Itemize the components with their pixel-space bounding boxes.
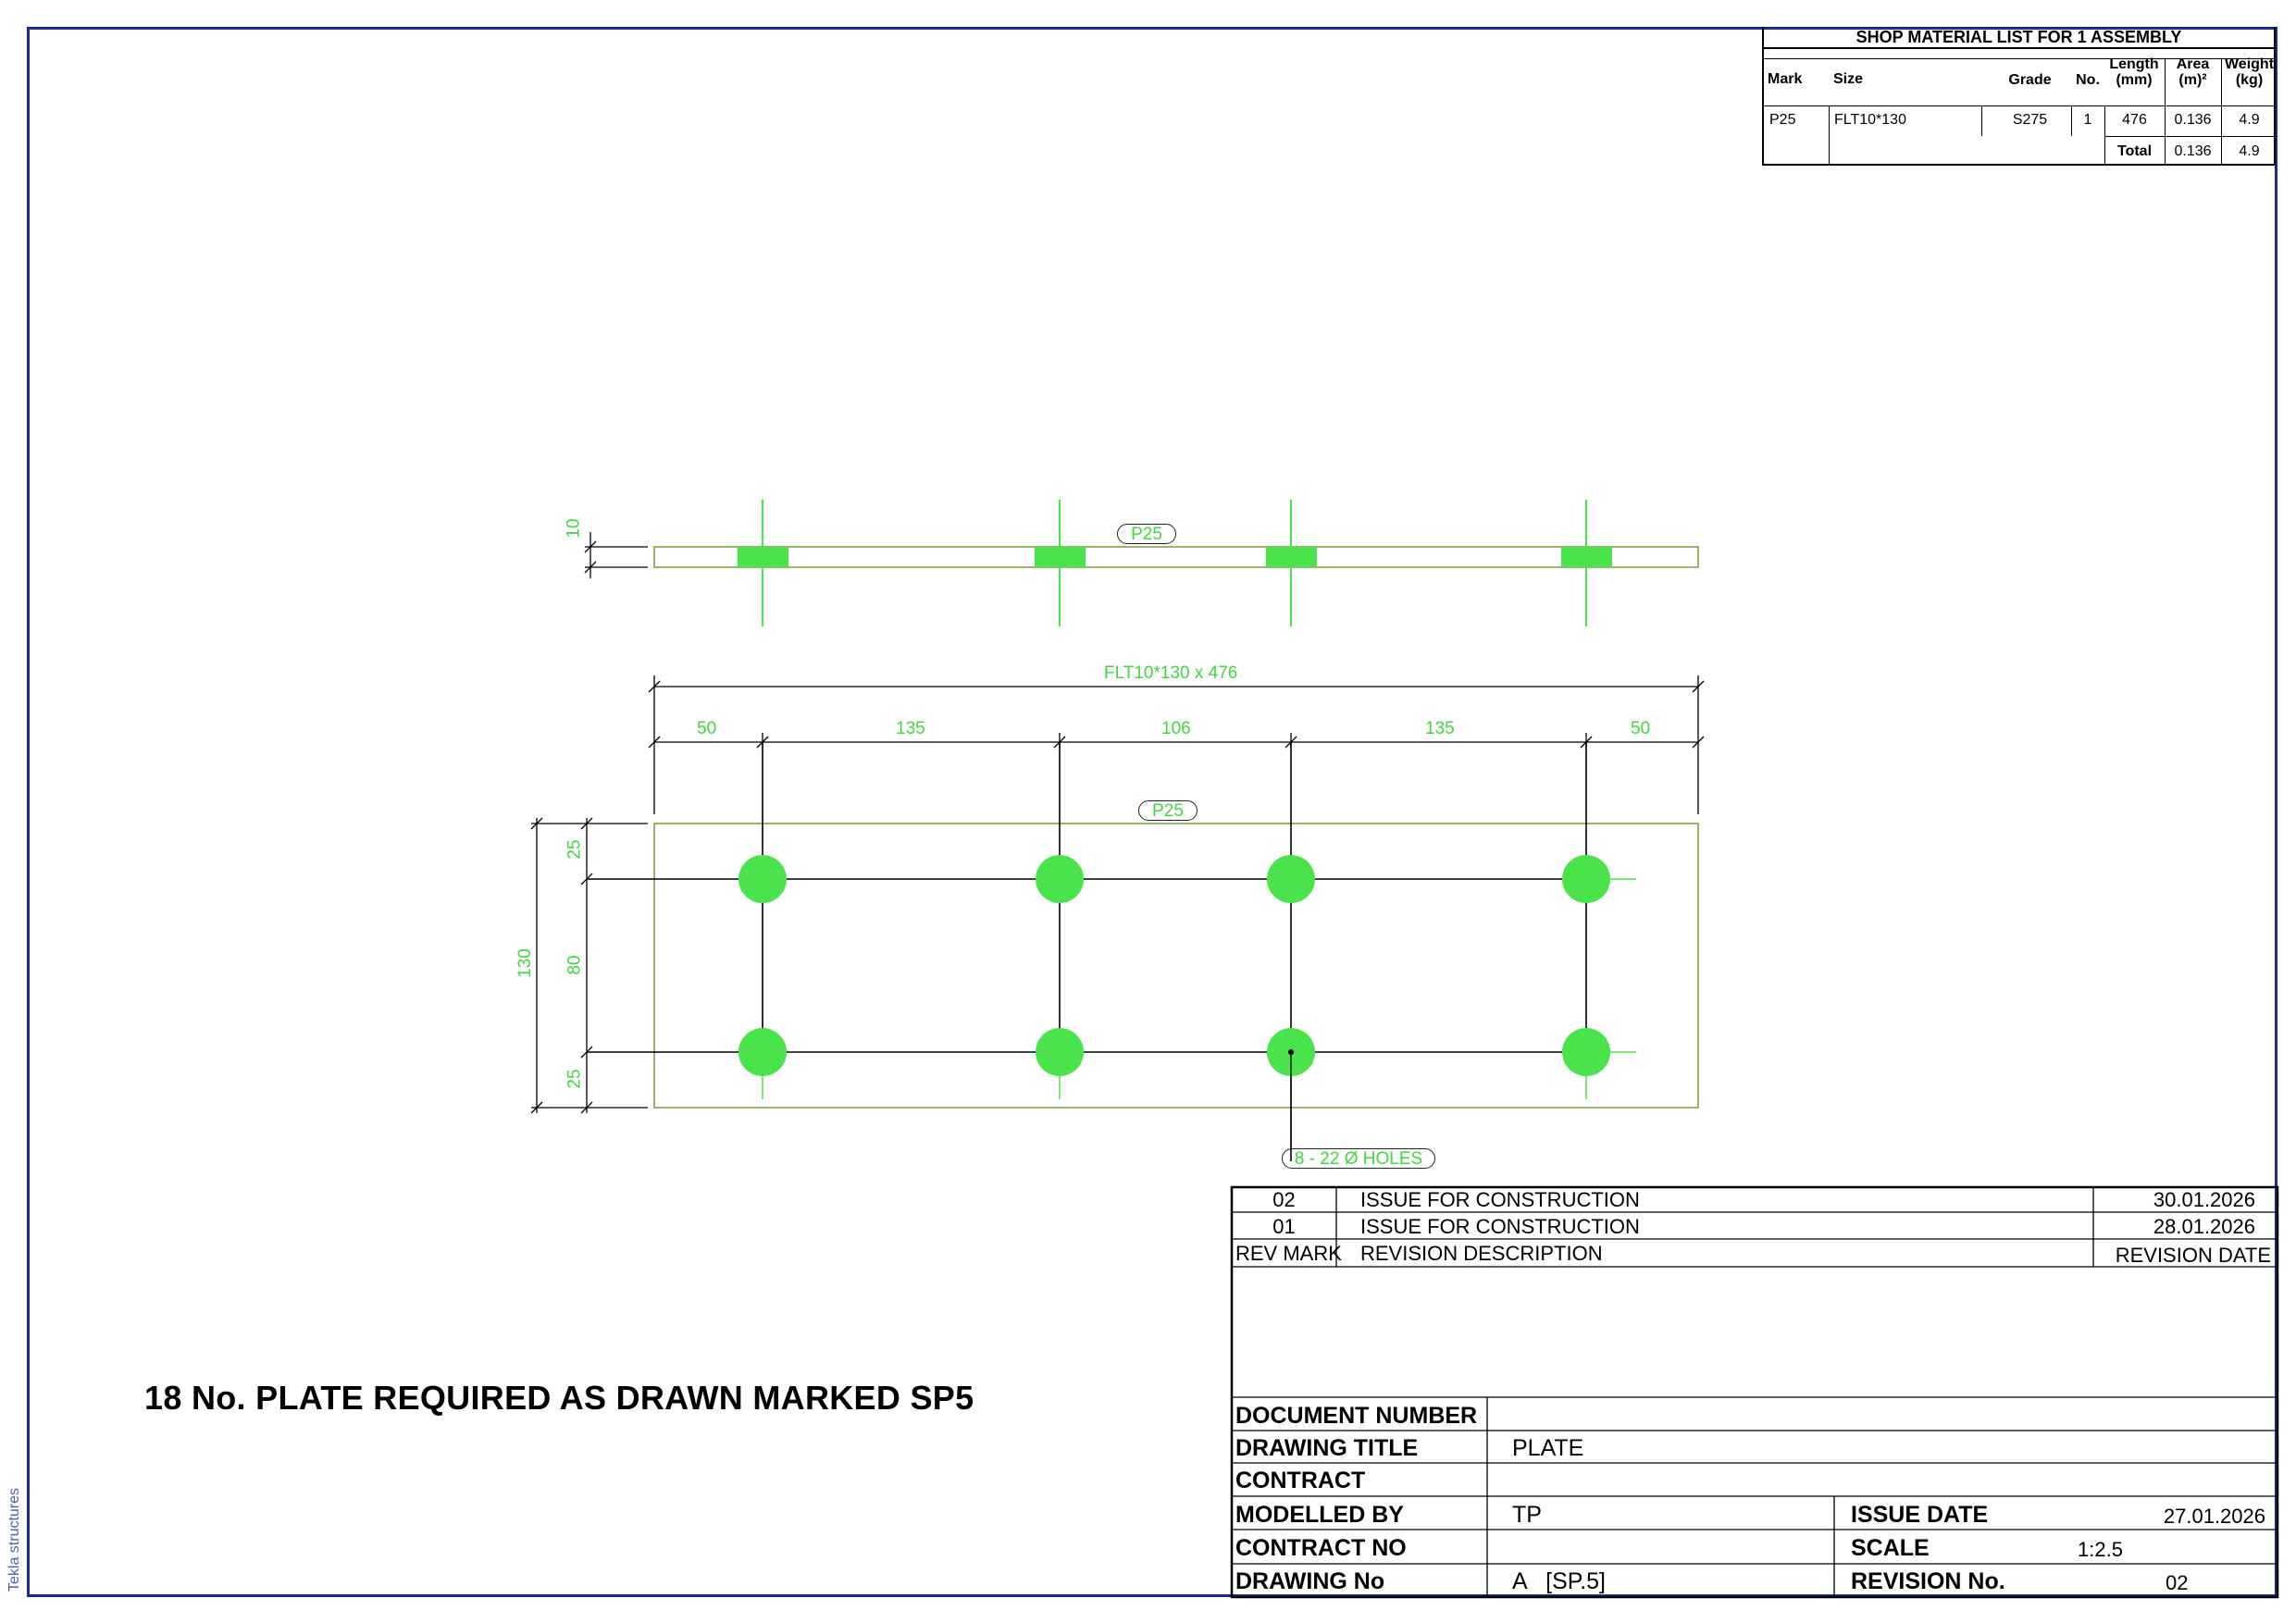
- row-mark: P25: [1769, 112, 1796, 128]
- modelled-by-value: TP: [1512, 1502, 1542, 1528]
- drawing-no-label: DRAWING No: [1235, 1568, 1385, 1594]
- modelled-by-label: MODELLED BY: [1235, 1502, 1404, 1528]
- revision-no-value: 02: [2166, 1571, 2189, 1594]
- holes-label: 8 - 22 Ø HOLES: [1282, 1148, 1435, 1169]
- vertical-dimensions: [530, 817, 648, 1114]
- h-dim-1: 50: [697, 719, 717, 738]
- rev-date-02: 30.01.2026: [2153, 1188, 2255, 1211]
- total-label: Total: [2116, 143, 2153, 159]
- revision-no-label: REVISION No.: [1851, 1568, 2005, 1594]
- row-length: 476: [2122, 112, 2147, 128]
- overall-width-dim: 130: [515, 948, 535, 978]
- header-length-unit: (mm): [2116, 72, 2153, 88]
- drawing-title-label: DRAWING TITLE: [1235, 1435, 1419, 1461]
- document-number-label: DOCUMENT NUMBER: [1235, 1403, 1478, 1429]
- h-dim-5: 50: [1631, 719, 1651, 738]
- v-dim-1: 25: [565, 839, 585, 860]
- bolt-sections: [738, 547, 1612, 567]
- v-dim-3: 25: [565, 1069, 585, 1089]
- header-grade: Grade: [2008, 72, 2052, 88]
- rev-mark-header: REV MARK: [1235, 1242, 1342, 1265]
- row-size: FLT10*130: [1834, 112, 1906, 128]
- header-weight-unit: (kg): [2235, 72, 2264, 88]
- drawing-border: [27, 27, 2277, 1597]
- plate-side-view: [653, 546, 1699, 568]
- profile-label: FLT10*130 x 476: [1104, 663, 1238, 683]
- h-dim-4: 135: [1425, 719, 1455, 738]
- issue-date-label: ISSUE DATE: [1851, 1502, 1989, 1528]
- contract-label: CONTRACT: [1235, 1468, 1366, 1493]
- hole-gridlines: [587, 742, 1587, 1161]
- rev-desc-header: REVISION DESCRIPTION: [1360, 1242, 1603, 1265]
- rev-mark-01: 01: [1272, 1215, 1296, 1238]
- header-area: Area: [2176, 56, 2210, 72]
- rev-date-01: 28.01.2026: [2153, 1215, 2255, 1238]
- contract-no-label: CONTRACT NO: [1235, 1535, 1407, 1561]
- header-area-unit: (m)²: [2178, 72, 2207, 88]
- plate-requirement-note: 18 No. PLATE REQUIRED AS DRAWN MARKED SP…: [144, 1379, 974, 1417]
- thickness-dim-label: 10: [564, 518, 584, 539]
- row-area: 0.136: [2174, 112, 2212, 128]
- issue-date-value: 27.01.2026: [2163, 1505, 2265, 1528]
- row-no: 1: [2083, 112, 2092, 128]
- header-no: No.: [2076, 72, 2100, 88]
- row-weight: 4.9: [2239, 112, 2260, 128]
- shop-material-list: SHOP MATERIAL LIST FOR 1 ASSEMBLY Mark S…: [1762, 27, 2277, 166]
- part-mark-side: P25: [1117, 524, 1176, 544]
- bolt-holes: [738, 855, 1610, 1076]
- plate-plan-view: [653, 823, 1699, 1109]
- thickness-dimension: [584, 532, 648, 578]
- rev-desc-02: ISSUE FOR CONSTRUCTION: [1360, 1188, 1640, 1211]
- material-list-title: SHOP MATERIAL LIST FOR 1 ASSEMBLY: [1764, 27, 2274, 49]
- header-weight: Weight: [2224, 56, 2275, 72]
- scale-value: 1:2.5: [2078, 1538, 2123, 1561]
- header-length: Length: [2109, 56, 2159, 72]
- part-mark-plan: P25: [1138, 800, 1198, 821]
- title-block-lines: [1230, 1185, 2279, 1599]
- rev-desc-01: ISSUE FOR CONSTRUCTION: [1360, 1215, 1640, 1238]
- header-mark: Mark: [1768, 71, 1803, 87]
- overall-length-dimension: [648, 675, 1705, 814]
- side-view-centerlines: [762, 500, 1587, 626]
- total-area: 0.136: [2174, 143, 2212, 159]
- hole-centerlines: [762, 878, 1636, 1099]
- total-weight: 4.9: [2239, 143, 2260, 159]
- drawing-title-value: PLATE: [1512, 1435, 1584, 1461]
- h-dim-2: 135: [896, 719, 925, 738]
- rev-mark-02: 02: [1272, 1188, 1296, 1211]
- row-grade: S275: [2012, 112, 2048, 128]
- v-dim-2: 80: [565, 955, 585, 975]
- scale-label: SCALE: [1851, 1535, 1930, 1561]
- header-size: Size: [1833, 71, 1864, 87]
- drawing-no-value: A [SP.5]: [1512, 1568, 1607, 1594]
- rev-date-header: REVISION DATE: [2115, 1244, 2271, 1267]
- h-dim-3: 106: [1161, 719, 1191, 738]
